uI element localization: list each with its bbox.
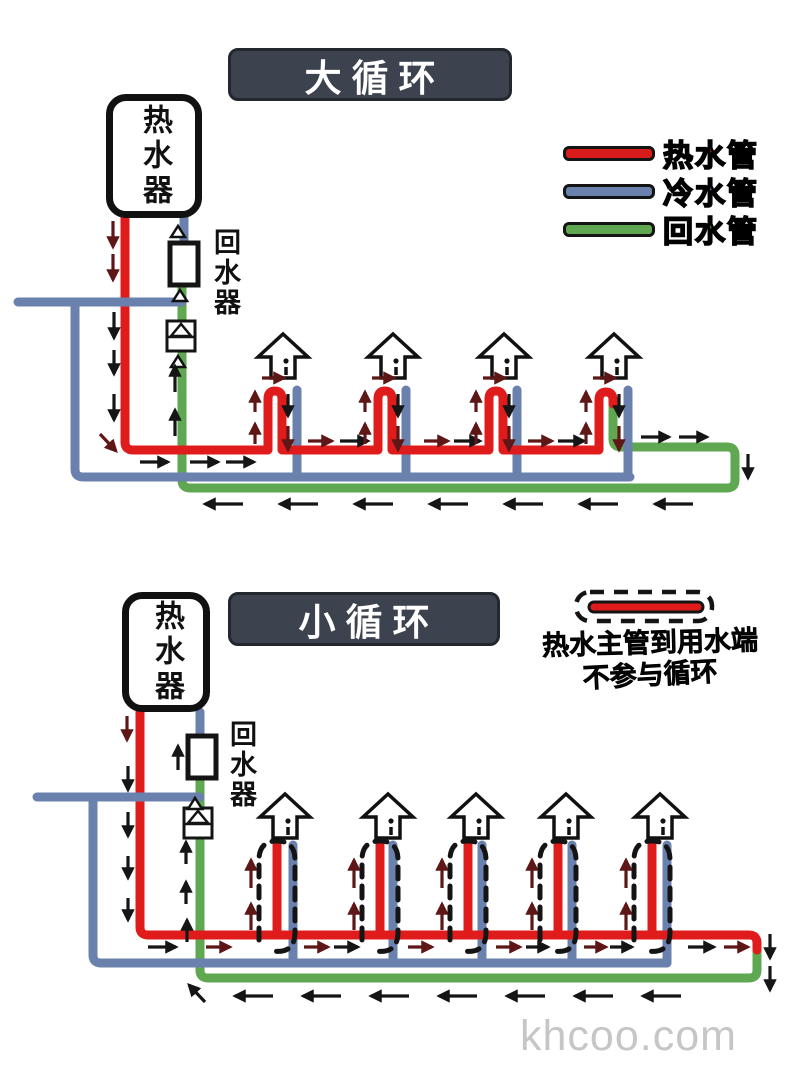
top-diagram-title: 大循环	[228, 48, 512, 101]
hot-water-pipe	[120, 212, 618, 455]
check-valve-icon	[182, 806, 214, 840]
legend-label-hot: 热水管	[662, 139, 759, 174]
flow-arrows-maroon	[120, 716, 751, 954]
legend-line-cold-swatch	[563, 183, 655, 199]
return-device-label-top: 回水器	[210, 228, 240, 318]
bottom-title-text: 小循环	[298, 602, 440, 643]
return-device-box	[167, 240, 201, 288]
legend-line-hot-swatch	[563, 145, 655, 161]
top-diagram	[13, 212, 755, 511]
legend: 热水管 冷水管 回水管	[563, 138, 759, 252]
water-heater-label: 热水器	[138, 103, 171, 209]
faucet-icon	[258, 792, 312, 840]
faucet-icon	[361, 792, 415, 840]
bottom-diagram	[32, 589, 777, 1004]
faucet-icon	[477, 332, 531, 380]
faucet-icon	[366, 332, 420, 380]
water-heater-box-top: 热水器	[106, 94, 202, 218]
faucet-icons	[256, 332, 641, 380]
check-valve-icon	[165, 319, 197, 353]
top-title-text: 大循环	[304, 57, 446, 99]
dashed-outline-sample	[573, 589, 715, 624]
flow-arrows-black	[107, 312, 755, 511]
faucet-icon	[587, 332, 641, 380]
flow-arrows-black	[121, 743, 777, 1004]
deadleg-dashed-outlines	[256, 838, 673, 954]
water-heater-label: 热水器	[150, 599, 183, 705]
legend-row-cold: 冷水管	[563, 176, 759, 212]
return-device-box	[185, 733, 219, 781]
bottom-diagram-title: 小循环	[228, 592, 500, 646]
legend-row-return: 回水管	[563, 214, 759, 250]
water-heater-box-bottom: 热水器	[122, 592, 210, 712]
faucet-icon	[633, 792, 687, 840]
return-device-label-bottom: 回水器	[226, 720, 256, 810]
faucet-icons	[258, 792, 687, 840]
return-water-pipe	[195, 770, 762, 983]
flow-arrows-maroon	[98, 221, 626, 453]
annotation-legend	[573, 589, 715, 624]
faucet-icon	[256, 332, 310, 380]
return-water-pipe	[177, 280, 740, 493]
legend-label-cold: 冷水管	[662, 177, 759, 212]
faucet-icon	[449, 792, 503, 840]
legend-label-return: 回水管	[662, 215, 759, 250]
cold-water-pipes	[70, 212, 635, 482]
legend-line-return-swatch	[563, 221, 655, 237]
legend-row-hot: 热水管	[563, 138, 759, 174]
faucet-icon	[539, 792, 593, 840]
watermark: khcoo.com	[520, 1012, 737, 1060]
